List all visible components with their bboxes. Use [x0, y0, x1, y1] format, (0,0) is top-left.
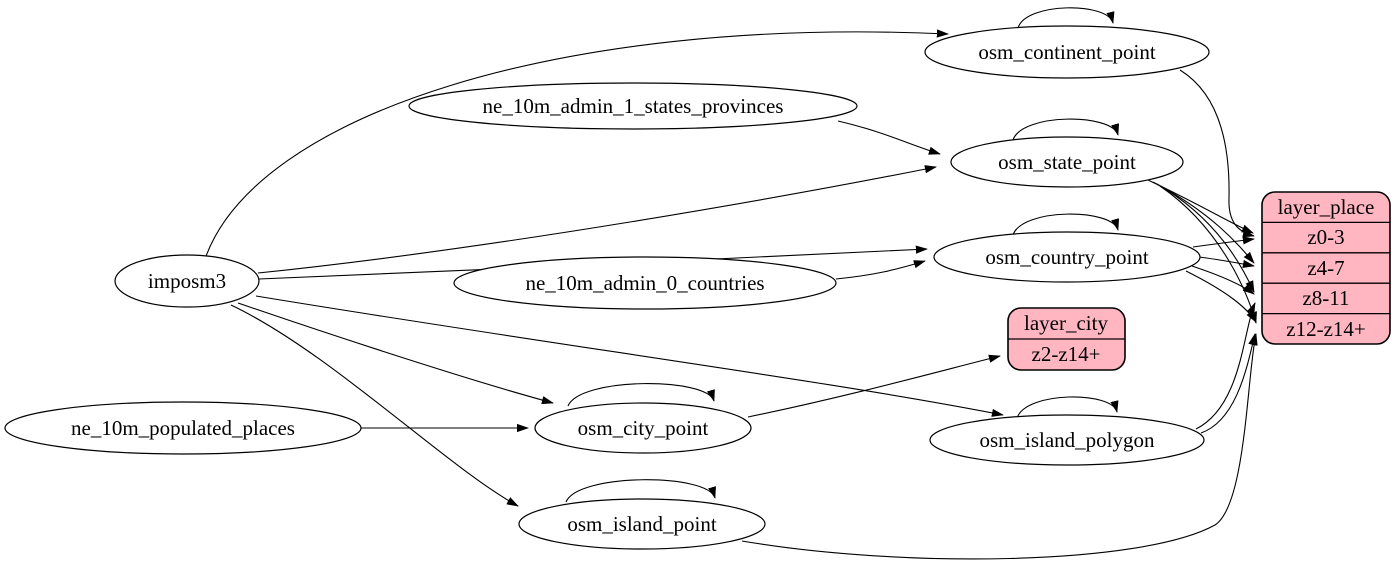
node-osm_state_point: osm_state_point [950, 136, 1184, 188]
layer_city-row-z2-z14: z2-z14+ [1032, 342, 1101, 366]
osm_state_point-shape [950, 136, 1184, 188]
ne_10m_admin_0_countries-label: ne_10m_admin_0_countries [525, 271, 764, 295]
edge-osm_country_point-layer_place_z0-3 [1192, 236, 1255, 248]
edge-osm_island_point-layer_place_z12-z14 [741, 333, 1258, 560]
layer_place-row-z12-z14: z12-z14+ [1286, 317, 1365, 341]
edge-osm_continent_point-layer_place_z0-3 [1179, 69, 1255, 238]
ne_10m_admin_1_states_provinces-shape [408, 82, 858, 130]
osm_island_point-shape [518, 498, 766, 550]
ne_10m_admin_1_states_provinces-label: ne_10m_admin_1_states_provinces [483, 94, 784, 118]
osm_continent_point-label: osm_continent_point [978, 40, 1155, 64]
node-layer_place: layer_place z0-3 z4-7 z8-11 z12-z14+ [1261, 191, 1391, 345]
edge-imposm3-osm_island_point [230, 304, 519, 507]
node-osm_country_point: osm_country_point [933, 231, 1201, 283]
osm_state_point-label: osm_state_point [998, 150, 1136, 174]
imposm3-shape [114, 254, 260, 308]
edge-imposm3-osm_island_polygon [255, 295, 1004, 417]
node-osm_city_point: osm_city_point [534, 402, 752, 454]
node-osm_island_point: osm_island_point [518, 498, 766, 550]
edge-ne_10m_admin_0_countries-osm_country_point [835, 260, 926, 280]
node-layer_city: layer_city z2-z14+ [1007, 307, 1126, 371]
edge-layer [204, 7, 1258, 560]
ne_10m_admin_0_countries-shape [453, 256, 837, 310]
edge-osm_island_polygon-layer_place_z12-z14 [1200, 333, 1257, 434]
edge-imposm3-osm_state_point [257, 165, 937, 274]
layer_place-row-z4-7: z4-7 [1307, 256, 1344, 280]
node-osm_continent_point: osm_continent_point [924, 25, 1210, 79]
edge-imposm3-osm_continent_point [204, 29, 949, 260]
layer_place-row-z8-11: z8-11 [1302, 286, 1349, 310]
selfloop-osm_island_point [565, 479, 716, 503]
node-ne_10m_admin_0_countries: ne_10m_admin_0_countries [453, 256, 837, 310]
edge-osm_city_point-layer_city_z2-z14 [747, 354, 1001, 418]
osm_city_point-label: osm_city_point [578, 416, 709, 440]
osm_city_point-shape [534, 402, 752, 454]
selfloop-osm_island_polygon [1016, 396, 1119, 419]
layer_place-row-z0-3: z0-3 [1307, 225, 1344, 249]
edge-osm_country_point-layer_place_z4-7 [1198, 256, 1255, 268]
osm_country_point-label: osm_country_point [985, 245, 1148, 269]
osm_island_polygon-shape [929, 414, 1205, 466]
layer_place-box [1261, 191, 1391, 345]
edge-osm_state_point-layer_place_z8-11 [1156, 183, 1255, 293]
osm_country_point-shape [933, 231, 1201, 283]
selfloop-osm_city_point [567, 383, 715, 407]
edge-osm_country_point-layer_place_z8-11 [1191, 265, 1255, 295]
edge-osm_country_point-layer_place_z12-z14 [1185, 270, 1257, 323]
ne_10m_populated_places-label: ne_10m_populated_places [71, 416, 295, 440]
node-ne_10m_admin_1_states_provinces: ne_10m_admin_1_states_provinces [408, 82, 858, 130]
osm_continent_point-shape [924, 25, 1210, 79]
edge-imposm3-osm_city_point [237, 302, 554, 405]
selfloop-osm_country_point [1012, 213, 1119, 236]
edge-ne_10m_admin_1_states_provinces-osm_state_point [837, 120, 941, 155]
layer_city-title: layer_city [1024, 311, 1108, 335]
node-ne_10m_populated_places: ne_10m_populated_places [4, 401, 362, 455]
node-imposm3: imposm3 [114, 254, 260, 308]
selfloop-osm_continent_point [1017, 7, 1115, 29]
imposm3-label: imposm3 [148, 269, 226, 293]
osm_island_polygon-label: osm_island_polygon [979, 428, 1155, 452]
edge-osm_island_polygon-layer_place_z8-11 [1195, 302, 1256, 430]
selfloop-osm_state_point [1012, 118, 1119, 141]
ne_10m_populated_places-shape [4, 401, 362, 455]
node-osm_island_polygon: osm_island_polygon [929, 414, 1205, 466]
osm_island_point-label: osm_island_point [567, 512, 717, 536]
layer_place-title: layer_place [1278, 195, 1375, 219]
